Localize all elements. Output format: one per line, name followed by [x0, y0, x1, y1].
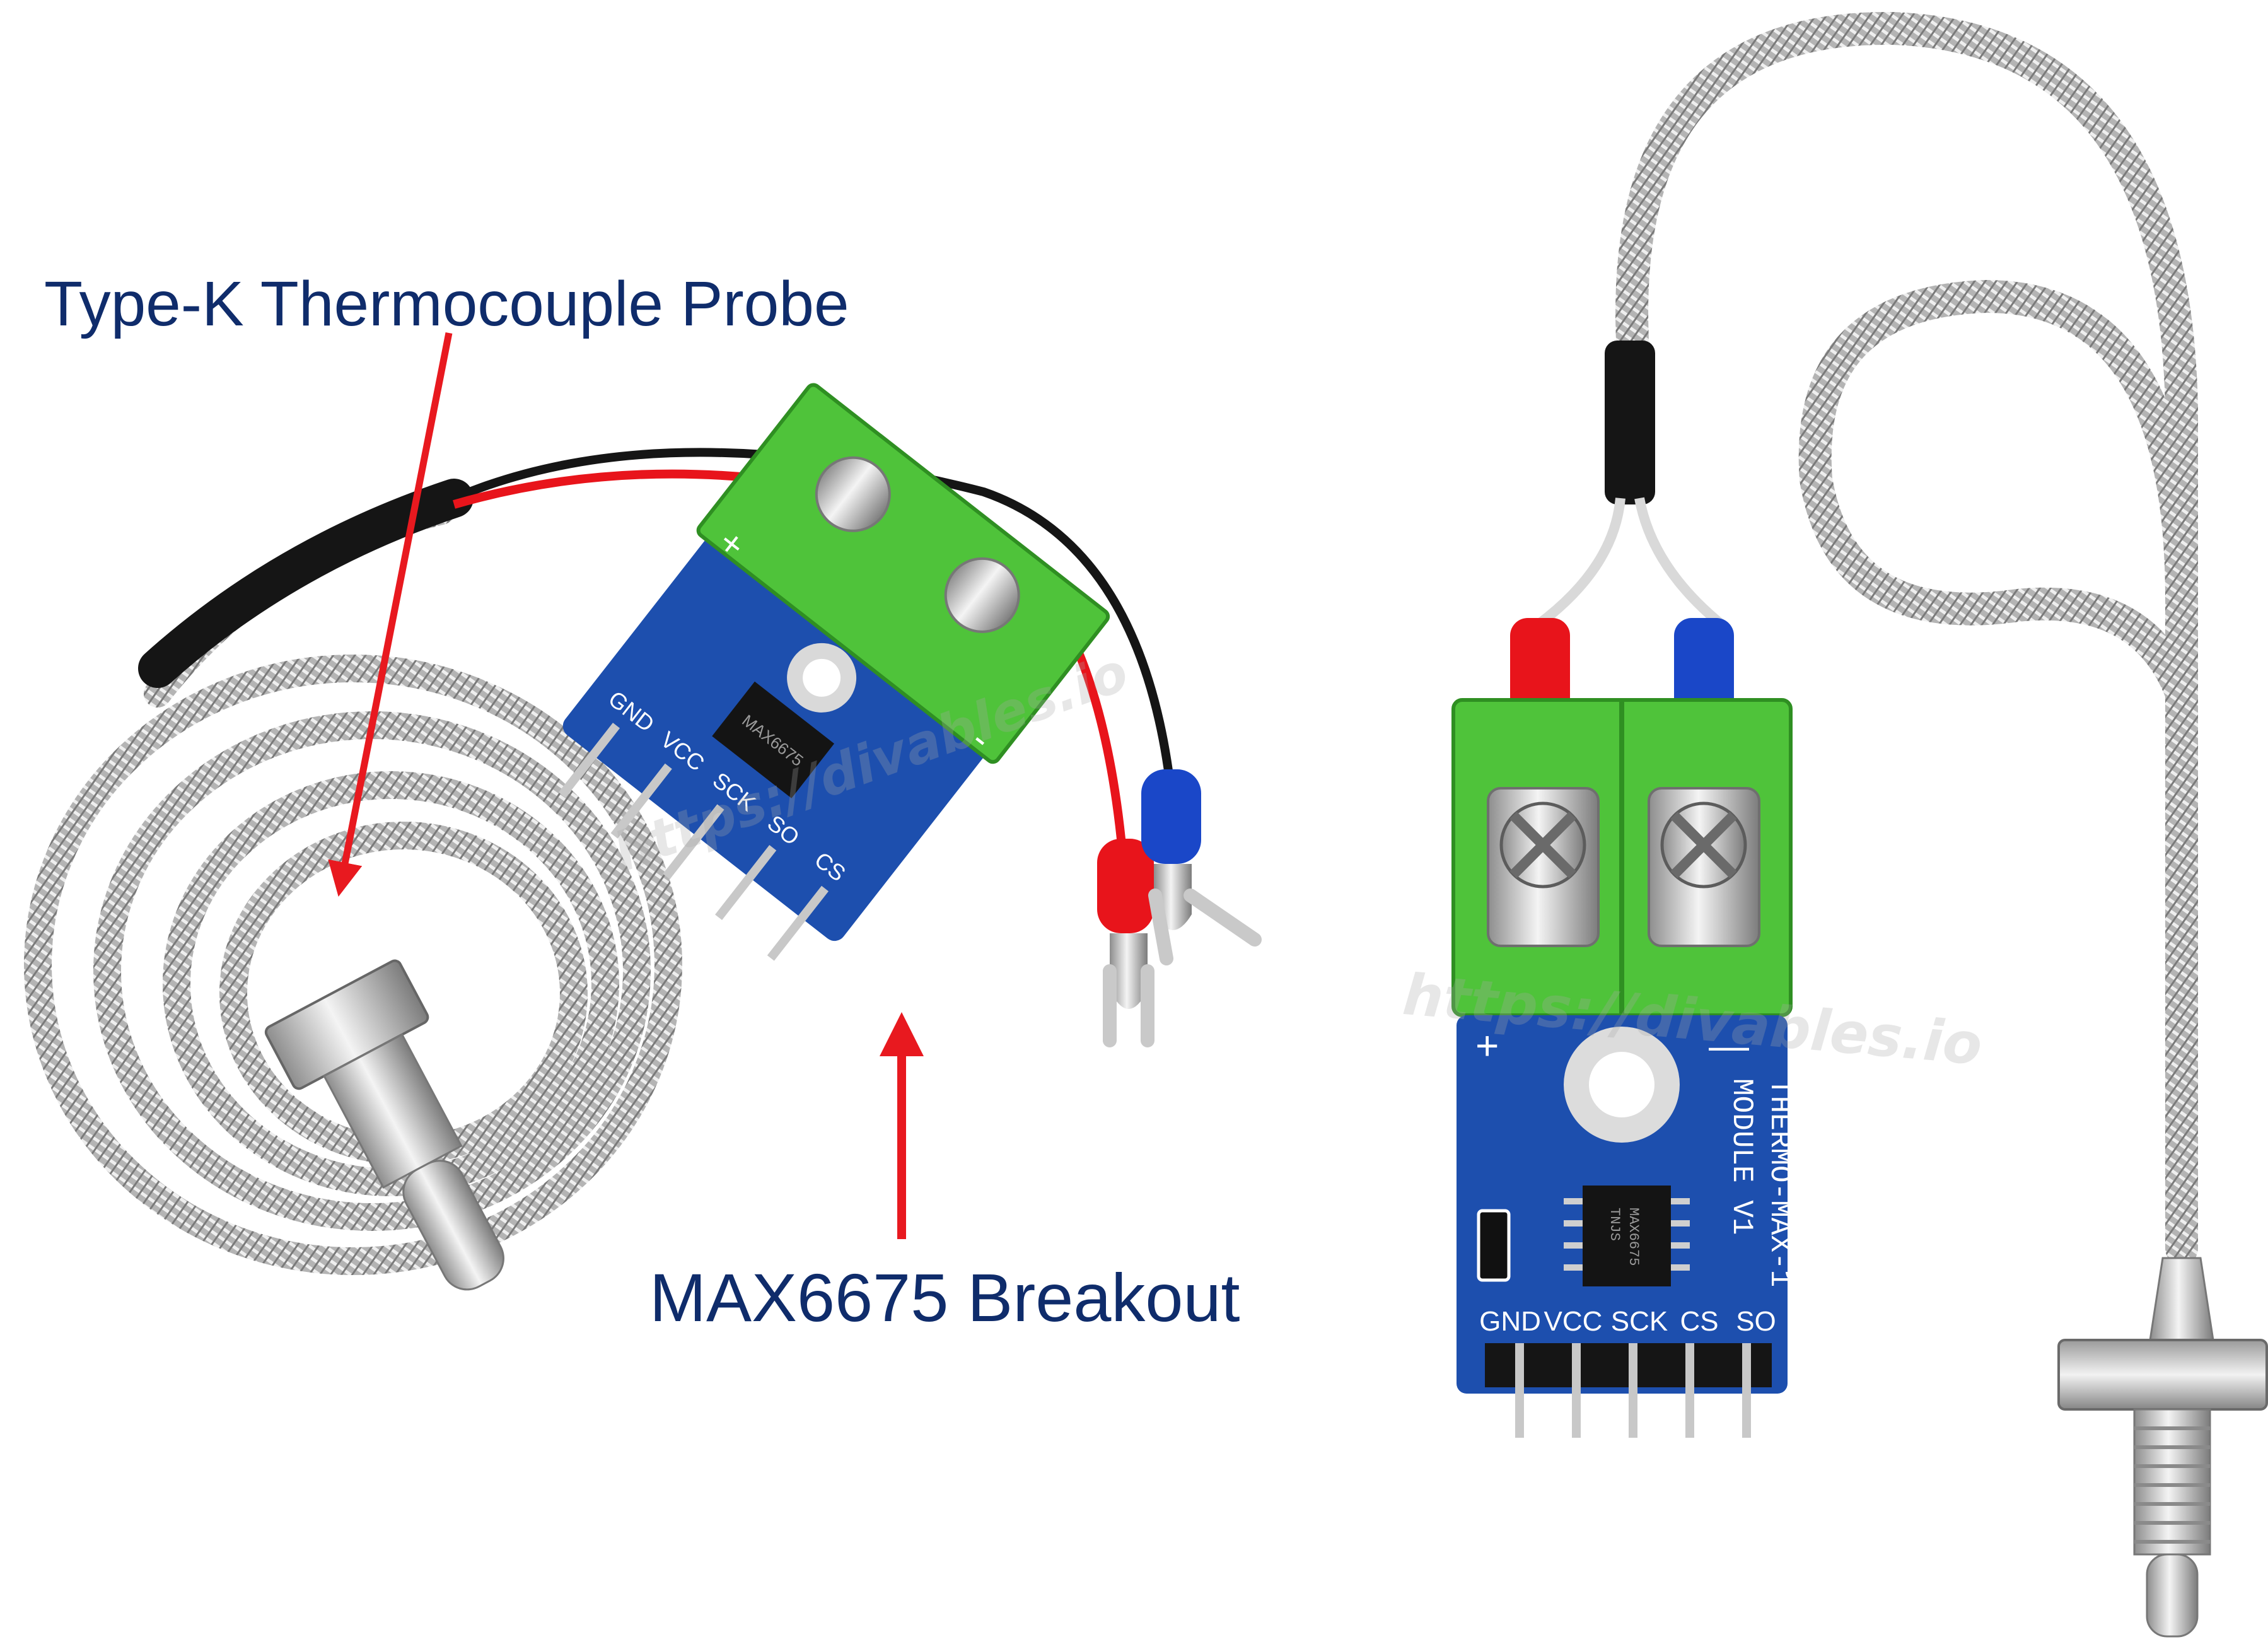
left-heat-shrink — [138, 479, 474, 688]
left-max6675-board: MAX6675 + - GND VCC SCK SO CS — [558, 383, 1110, 961]
left-header-pins — [558, 723, 829, 961]
probe-arrow — [328, 332, 453, 897]
left-mount-hole-inner — [803, 658, 841, 697]
right-pin-label-gnd: GND — [1479, 1306, 1541, 1337]
left-terminal-block — [696, 383, 1110, 764]
right-plus-label: + — [1475, 1023, 1499, 1068]
right-title-line2: MODULE V1 — [1725, 1078, 1758, 1235]
right-screw-2 — [1660, 801, 1747, 889]
right-pin-label-vcc: VCC — [1544, 1306, 1603, 1337]
right-minus-label: — — [1709, 1023, 1749, 1068]
right-screw-1 — [1499, 801, 1586, 889]
right-title-line1: THERMO-MAX-1 — [1763, 1078, 1796, 1287]
left-probe-assembly: MAX6675 + - GND VCC SCK SO CS — [24, 383, 1262, 1291]
right-pin-label-cs: CS — [1680, 1306, 1718, 1337]
left-probe-shaft — [402, 1160, 504, 1291]
left-screw-1 — [815, 456, 891, 532]
right-white-wire-right — [1634, 497, 1725, 629]
right-white-wire-left — [1535, 498, 1625, 629]
right-braided-cable — [1615, 11, 2198, 1265]
left-screw-2 — [944, 557, 1020, 633]
right-header-housing — [1485, 1343, 1772, 1387]
left-chip — [712, 681, 835, 798]
right-chip-text-line1: MAX6675 — [1625, 1208, 1641, 1266]
left-red-fork-terminal — [1097, 839, 1154, 1047]
right-probe-thread — [2133, 1408, 2211, 1556]
right-pin-label-sck: SCK — [1611, 1306, 1668, 1337]
right-probe-shaft — [2146, 1553, 2199, 1638]
breakout-label: MAX6675 Breakout — [649, 1259, 1240, 1336]
right-heat-shrink — [1605, 341, 1655, 504]
right-probe-hex-nut — [2057, 1339, 2268, 1411]
left-probe-tip — [264, 959, 504, 1291]
right-pin-labels: GND VCC SCK CS SO — [1479, 1306, 1776, 1337]
right-smd-component — [1477, 1209, 1511, 1282]
probe-label: Type-K Thermocouple Probe — [44, 269, 849, 339]
right-probe-assembly: + — THERMO-MAX-1 MODULE V1 MAX6675 TNJS … — [1451, 11, 2268, 1638]
right-header-pins — [1515, 1343, 1751, 1438]
right-module-title: THERMO-MAX-1 MODULE V1 — [1725, 1078, 1796, 1287]
left-black-wire — [452, 448, 1177, 808]
right-chip: MAX6675 TNJS — [1564, 1186, 1690, 1286]
left-braided-cable-coil — [24, 497, 682, 1275]
right-probe-fitting — [2057, 1257, 2268, 1638]
right-chip-text-line2: TNJS — [1607, 1208, 1622, 1241]
left-blue-fork-terminal — [1141, 769, 1262, 965]
right-mount-hole-inner — [1589, 1052, 1654, 1117]
right-pin-label-so: SO — [1736, 1306, 1776, 1337]
